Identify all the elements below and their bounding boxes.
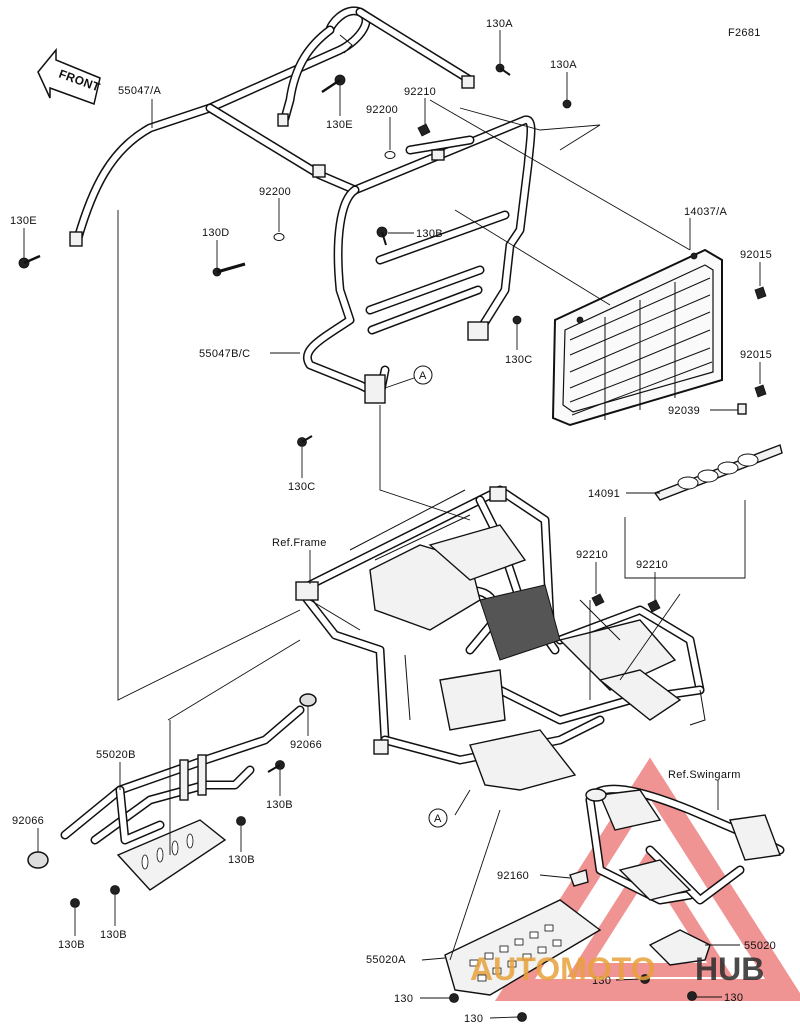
grommet-92066-left: [27, 851, 49, 869]
label-130b-top: 130B: [416, 228, 443, 240]
rack-14037a: [551, 248, 723, 427]
label-55047a: 55047/A: [118, 85, 161, 97]
main-frame: [295, 485, 706, 791]
label-ref-swingarm: Ref.Swingarm: [668, 769, 741, 781]
plate-14091: [653, 444, 783, 501]
automotohub-logo-text: AUTOMOTO HUB: [470, 951, 764, 987]
front-arrow-icon: FRONT: [37, 47, 102, 105]
svg-text:AUTOMOTO: AUTOMOTO: [470, 951, 655, 987]
label-130b-2: 130B: [228, 854, 255, 866]
label-55020a: 55020A: [366, 954, 406, 966]
leader-lines: [23, 30, 761, 1019]
label-14091: 14091: [588, 488, 620, 500]
label-130c-1: 130C: [505, 354, 533, 366]
label-92015-1: 92015: [740, 249, 772, 261]
svg-text:HUB: HUB: [695, 951, 764, 987]
figure-id: F2681: [728, 27, 761, 39]
label-ref-frame: Ref.Frame: [272, 537, 327, 549]
label-130-3: 130: [592, 975, 611, 987]
svg-text:A: A: [419, 370, 427, 382]
part-labels: 55047/A 130E 130E 130A 130A 92210 92200 …: [10, 18, 776, 1025]
label-92200-top: 92200: [366, 104, 398, 116]
label-130e-top: 130E: [326, 119, 353, 131]
label-92210-top: 92210: [404, 86, 436, 98]
roll-bar-55047bc: [303, 115, 536, 404]
label-130-1: 130: [394, 993, 413, 1005]
label-92039: 92039: [668, 405, 700, 417]
label-130d: 130D: [202, 227, 230, 239]
label-130-2: 130: [464, 1013, 483, 1025]
label-92015-2: 92015: [740, 349, 772, 361]
label-130b-4: 130B: [100, 929, 127, 941]
label-92210-a: 92210: [576, 549, 608, 561]
reference-marker-a-top: A: [384, 365, 433, 389]
swingarm: [585, 784, 785, 905]
skid-plate-55020: [648, 929, 711, 966]
label-130e-left: 130E: [10, 215, 37, 227]
label-92200-mid: 92200: [259, 186, 291, 198]
label-92066-left: 92066: [12, 815, 44, 827]
label-130-4: 130: [724, 992, 743, 1004]
label-130b-1: 130B: [266, 799, 293, 811]
label-130b-3: 130B: [58, 939, 85, 951]
skid-plate-55020a: [444, 899, 602, 996]
svg-text:A: A: [434, 813, 442, 825]
front-bumper-55020b: [60, 705, 305, 891]
roll-bar-55047a: [69, 6, 475, 247]
fasteners: [18, 63, 767, 1022]
grommet-92066-right: [299, 693, 317, 707]
label-92210-b: 92210: [636, 559, 668, 571]
label-55020b: 55020B: [96, 749, 136, 761]
label-14037a: 14037/A: [684, 206, 727, 218]
label-130c-2: 130C: [288, 481, 316, 493]
label-130a-1: 130A: [486, 18, 513, 30]
label-92066-right: 92066: [290, 739, 322, 751]
label-92160: 92160: [497, 870, 529, 882]
label-55047bc: 55047B/C: [199, 348, 250, 360]
reference-marker-a-bottom: A: [428, 808, 448, 828]
label-55020: 55020: [744, 940, 776, 952]
label-130a-2: 130A: [550, 59, 577, 71]
